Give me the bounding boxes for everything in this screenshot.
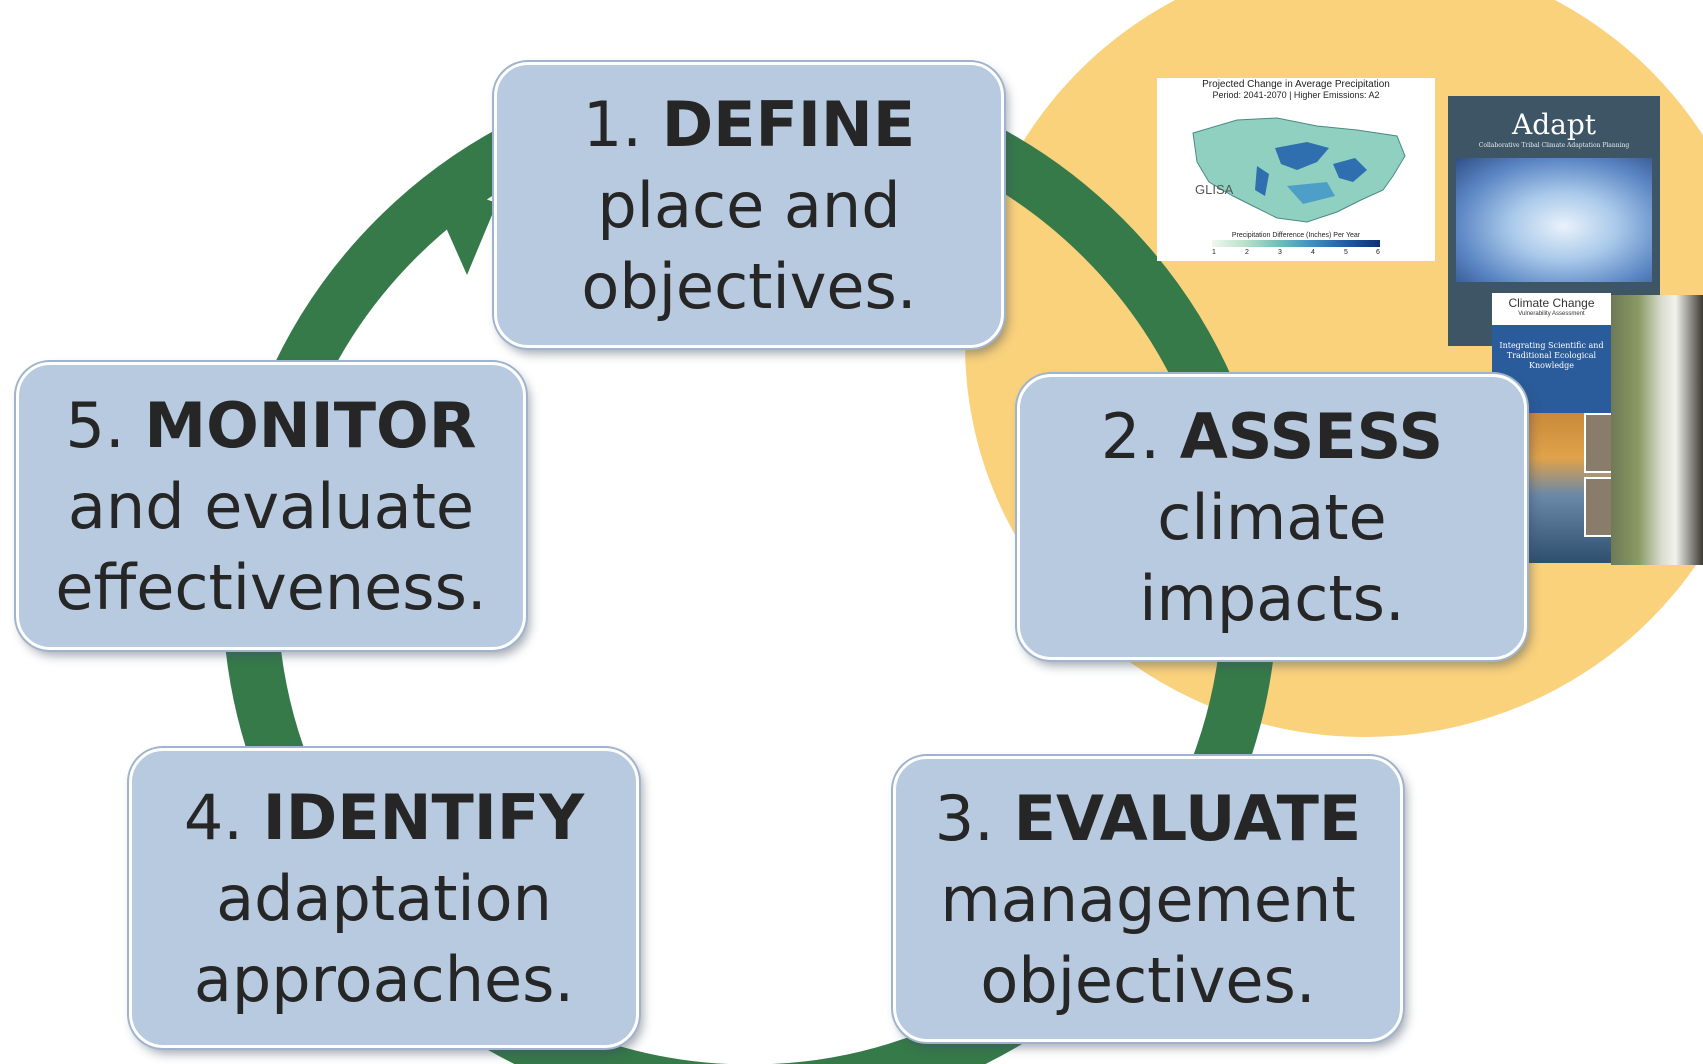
birch-tree-photo — [1611, 295, 1703, 565]
cva-header: Climate Change Vulnerability Assessment — [1492, 293, 1611, 325]
step-keyword: EVALUATE — [1013, 781, 1362, 855]
step-assess-box: 2. ASSESS climate impacts. — [1017, 374, 1527, 660]
step-keyword: IDENTIFY — [262, 780, 585, 854]
cva-body-text: Integrating Scientific and Traditional E… — [1499, 341, 1604, 370]
step-heading: 4. IDENTIFY — [184, 777, 584, 858]
step-text: adaptation — [216, 861, 552, 935]
portrait-photo — [1584, 413, 1611, 473]
legend-tick: 3 — [1278, 249, 1282, 256]
precipitation-map-thumbnail: Projected Change in Average Precipitatio… — [1157, 78, 1435, 261]
legend-tick: 5 — [1344, 249, 1348, 256]
forest-canopy-photo — [1456, 158, 1652, 282]
map-title: Projected Change in Average Precipitatio… — [1202, 79, 1390, 90]
step-heading: 3. EVALUATE — [935, 778, 1362, 859]
step-identify-box: 4. IDENTIFY adaptation approaches. — [129, 748, 639, 1048]
adapt-title: Adapt — [1511, 108, 1596, 141]
step-heading: 1. DEFINE — [583, 84, 915, 165]
step-text: management — [940, 862, 1356, 936]
step-number: 1. — [582, 87, 642, 161]
step-text: impacts. — [1139, 561, 1405, 635]
step-number: 3. — [934, 781, 994, 855]
step-text: objectives. — [581, 249, 917, 323]
step-heading: 5. MONITOR — [66, 385, 477, 466]
step-text: objectives. — [980, 943, 1316, 1017]
step-define-box: 1. DEFINE place and objectives. — [494, 62, 1004, 348]
great-lakes-map — [1192, 117, 1406, 223]
portrait-photo — [1584, 477, 1611, 537]
legend-tick: 2 — [1245, 249, 1249, 256]
cva-title: Climate Change — [1508, 296, 1595, 310]
step-text: effectiveness. — [55, 550, 487, 624]
step-text: approaches. — [193, 942, 575, 1016]
step-text: and evaluate — [67, 469, 475, 543]
cycle-arrowhead — [424, 178, 497, 275]
adapt-subtitle: Collaborative Tribal Climate Adaptation … — [1478, 142, 1630, 149]
step-number: 5. — [65, 388, 125, 462]
step-monitor-box: 5. MONITOR and evaluate effectiveness. — [16, 362, 526, 650]
map-legend-bar — [1212, 240, 1380, 247]
cva-subtitle: Vulnerability Assessment — [1518, 311, 1585, 317]
step-keyword: DEFINE — [661, 87, 916, 161]
step-heading: 2. ASSESS — [1101, 396, 1443, 477]
glisa-logo: GLISA — [1195, 182, 1234, 197]
legend-tick: 6 — [1376, 249, 1380, 256]
step-text: place and — [597, 168, 901, 242]
step-evaluate-box: 3. EVALUATE management objectives. — [893, 756, 1403, 1042]
step-keyword: ASSESS — [1179, 399, 1444, 473]
map-subtitle: Period: 2041-2070 | Higher Emissions: A2 — [1212, 90, 1380, 100]
step-keyword: MONITOR — [144, 388, 477, 462]
step-number: 2. — [1100, 399, 1161, 473]
legend-tick: 4 — [1311, 249, 1315, 256]
legend-tick: 1 — [1212, 249, 1216, 256]
map-legend-label: Precipitation Difference (Inches) Per Ye… — [1231, 232, 1361, 239]
step-text: climate — [1157, 480, 1387, 554]
step-number: 4. — [183, 780, 244, 854]
